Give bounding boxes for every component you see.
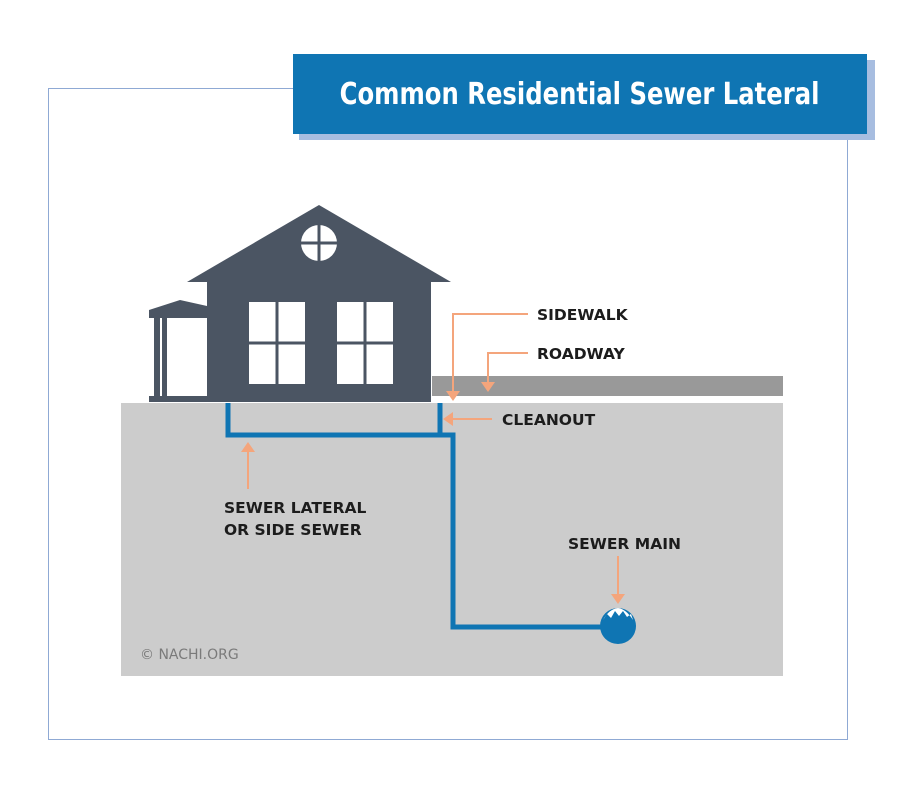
left-window-icon (249, 302, 305, 384)
sidewalk-arrowhead (446, 391, 460, 401)
sewer-main-arrowhead (611, 594, 625, 604)
label-roadway: ROADWAY (537, 345, 625, 363)
roadway-arrow (487, 352, 528, 385)
label-cleanout: CLEANOUT (502, 411, 596, 429)
sewer-lateral-arrowhead (241, 442, 255, 452)
sewer-pipe (225, 403, 612, 630)
sewer-lateral-pipe (225, 403, 612, 630)
label-sewer-lateral-line1: SEWER LATERAL (224, 499, 367, 517)
diagram-title: Common Residential Sewer Lateral (340, 76, 820, 112)
annotation-arrows (247, 313, 619, 596)
label-sidewalk: SIDEWALK (537, 306, 629, 324)
roadway-arrowhead (481, 382, 495, 392)
copyright-text: © NACHI.ORG (140, 647, 239, 663)
sidewalk-surface (432, 396, 783, 403)
sewer-main-icon (600, 608, 636, 644)
right-window-icon (337, 302, 393, 384)
roadway-surface (432, 376, 783, 396)
title-banner: Common Residential Sewer Lateral (293, 54, 867, 134)
cleanout-arrowhead (443, 412, 453, 426)
label-sewer-lateral-line2: OR SIDE SEWER (224, 521, 362, 539)
label-sewer-main: SEWER MAIN (568, 535, 681, 553)
attic-window-icon (301, 225, 337, 261)
sidewalk-arrow (452, 313, 528, 393)
arrowheads (241, 382, 625, 604)
